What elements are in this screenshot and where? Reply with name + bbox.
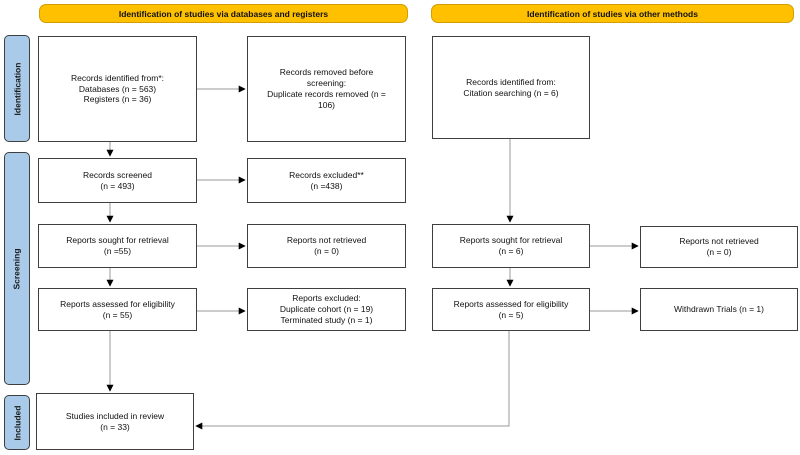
box-text-line: Duplicate records removed (n =	[267, 89, 386, 99]
box-reports-sought-other: Reports sought for retrieval (n = 6)	[432, 224, 590, 268]
box-text-line: Records identified from*:	[70, 72, 165, 83]
header-databases-registers: Identification of studies via databases …	[39, 4, 408, 23]
stage-label-included-text: Included	[12, 405, 23, 440]
box-text-line: Records removed before	[279, 67, 374, 78]
box-text-line: Reports assessed for eligibility	[453, 298, 569, 309]
box-text-line: (n =55)	[103, 246, 132, 256]
box-text-line: (n = 493)	[100, 180, 135, 191]
box-text-line: Studies included in review	[65, 410, 165, 421]
box-records-excluded: Records excluded** (n =438)	[247, 158, 406, 203]
box-text-line: Withdrawn Trials (n = 1)	[674, 304, 764, 315]
box-citation-identified: Records identified from: Citation search…	[432, 36, 590, 139]
box-text-line: (n = 6)	[498, 246, 524, 256]
box-text-line: Records excluded**	[289, 169, 364, 180]
box-text-line: (n =438)	[310, 180, 343, 191]
box-text-line: Reports sought for retrieval	[459, 235, 563, 246]
box-text-line: (n = 33)	[100, 421, 130, 432]
box-text-line: (n = 5)	[498, 309, 524, 320]
box-studies-included: Studies included in review (n = 33)	[36, 393, 194, 450]
box-reports-not-retrieved-db: Reports not retrieved (n = 0)	[247, 224, 406, 268]
box-reports-assessed-other: Reports assessed for eligibility (n = 5)	[432, 288, 590, 331]
box-text-line: Terminated study (n = 1)	[280, 314, 373, 325]
box-text-line: Reports sought for retrieval	[66, 235, 169, 246]
box-reports-excluded: Reports excluded: Duplicate cohort (n = …	[247, 288, 406, 331]
box-records-identified: Records identified from*: Databases (n =…	[38, 36, 197, 142]
box-text-line: 106)	[317, 99, 335, 110]
box-text-line: Duplicate cohort (n = 19)	[279, 304, 374, 315]
box-reports-not-retrieved-other: Reports not retrieved (n = 0)	[640, 226, 798, 268]
box-text-line: Reports not retrieved	[679, 236, 759, 247]
box-reports-sought-db: Reports sought for retrieval (n =55)	[38, 224, 197, 268]
box-text-line: Citation searching (n = 6)	[463, 87, 559, 98]
box-text-line: (n = 0)	[706, 247, 732, 257]
box-text-line: Reports assessed for eligibility	[60, 298, 175, 309]
box-text-line: screening:	[306, 78, 347, 89]
stage-label-screening-text: Screening	[12, 247, 23, 290]
box-text-line: (n = 55)	[102, 309, 133, 320]
box-records-screened: Records screened (n = 493)	[38, 158, 197, 203]
header-databases-registers-label: Identification of studies via databases …	[118, 8, 329, 19]
stage-label-included: Included	[4, 395, 30, 450]
box-text-line: Records screened	[83, 169, 152, 180]
stage-label-identification-text: Identification	[12, 62, 23, 115]
stage-label-identification: Identification	[4, 35, 30, 142]
box-text-line: Registers (n = 36)	[83, 94, 152, 105]
box-text-line: (n = 0)	[314, 246, 339, 256]
box-withdrawn-trials: Withdrawn Trials (n = 1)	[640, 288, 798, 331]
header-other-methods: Identification of studies via other meth…	[431, 4, 794, 23]
stage-label-screening: Screening	[4, 152, 30, 385]
box-text-line: Records identified from:	[466, 76, 556, 87]
header-other-methods-label: Identification of studies via other meth…	[527, 8, 698, 19]
box-records-removed: Records removed before screening: Duplic…	[247, 36, 406, 142]
box-text-line: Databases (n = 563)	[78, 83, 157, 94]
box-reports-assessed-db: Reports assessed for eligibility (n = 55…	[38, 288, 197, 331]
arrow-assessed-other-to-included	[195, 331, 510, 430]
box-text-line: Reports not retrieved	[286, 235, 367, 246]
box-text-line: Reports excluded:	[292, 293, 361, 304]
